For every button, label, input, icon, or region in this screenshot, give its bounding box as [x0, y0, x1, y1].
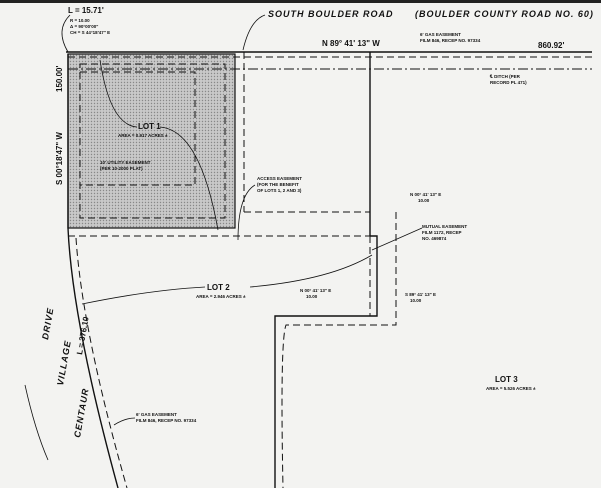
lot3-area: AREA = 5.526 ACRES ± — [486, 386, 536, 391]
west-gas-line — [75, 237, 128, 488]
call-bearing: N 00° 41' 13" E — [410, 192, 441, 197]
access-easement-line1: (FOR THE BENEFIT — [257, 182, 299, 187]
lot3-label: LOT 3 — [495, 375, 518, 384]
lot2-leader — [81, 254, 373, 305]
curve-length: L = 15.71' — [68, 6, 104, 15]
mutual-easement-ref: FILM 1172, RECEP — [422, 230, 462, 235]
mutual-easement-label: MUTUAL EASEMENT — [422, 224, 467, 229]
utility-easement-ref: (PER 10-2000 PLAT) — [100, 166, 143, 171]
west-gas-label: 6' GAS EASEMENT — [136, 412, 177, 417]
west-gas-leader — [113, 417, 136, 426]
call2-bearing: N 00° 41' 13" E — [300, 288, 331, 293]
street-name-village: VILLAGE — [55, 339, 73, 386]
inner-easement-outline — [80, 71, 196, 186]
street-curve — [24, 384, 49, 461]
lot1-area: AREA = 0.917 ACRES ± — [118, 133, 168, 138]
curve-chord: CH = S 44°18'47" E — [70, 30, 110, 35]
access-leader — [237, 184, 256, 241]
lot1-label: LOT 1 — [138, 122, 161, 131]
lot2-area: AREA = 2.946 ACRES ± — [196, 294, 246, 299]
road-leader — [242, 14, 266, 51]
utility-easement-label: 10' UTILITY EASEMENT — [100, 160, 151, 165]
lot2-label: LOT 2 — [207, 283, 230, 292]
call3-distance: 10.00 — [410, 298, 422, 303]
call3-bearing: S 89° 41' 13" E — [405, 292, 436, 297]
gas-easement-label: 6' GAS EASEMENT — [420, 32, 461, 37]
ditch-ref: RECORD PL 471) — [490, 80, 527, 85]
road-name: SOUTH BOULDER ROAD — [268, 9, 394, 19]
mutual-easement-recep: NO. 469874 — [422, 236, 447, 241]
curve-delta: Δ = 90°00'00" — [70, 24, 98, 29]
road-distance: 860.92' — [538, 41, 564, 50]
west-gas-ref: FILM 846, RECEP NO. 97334 — [136, 418, 197, 423]
lot1-parcel — [67, 53, 236, 229]
street-name-centaur: CENTAUR — [72, 387, 91, 438]
lot3-boundary — [274, 235, 378, 488]
mutual-leader — [371, 227, 423, 251]
curve-leader — [61, 14, 71, 53]
access-easement-label: ACCESS EASEMENT — [257, 176, 302, 181]
call2-distance: 10.00 — [306, 294, 318, 299]
county-road-name: (BOULDER COUNTY ROAD NO. 60) — [415, 9, 594, 19]
curve-radius: R = 10.00 — [70, 18, 90, 23]
arc-length: L = 376.10 — [75, 315, 91, 355]
curve-data: L = 15.71' R = 10.00 Δ = 90°00'00" CH = … — [68, 6, 110, 35]
ditch-label: ℄ DITCH (PER — [489, 73, 521, 79]
west-distance: 150.00' — [55, 66, 64, 92]
mutual-easement-line — [281, 212, 397, 488]
call-distance: 10.00 — [418, 198, 430, 203]
access-easement-line2: OF LOTS 1, 2 AND 3) — [257, 188, 302, 193]
utility-easement-outline — [79, 63, 226, 219]
lot1-leader — [99, 59, 219, 231]
centaur-drive-row — [67, 227, 119, 488]
west-bearing: S 00°18'47" W — [55, 132, 64, 185]
street-name-drive: DRIVE — [40, 307, 55, 341]
gas-easement-ref: FILM 846, RECEP NO. 97334 — [420, 38, 481, 43]
road-bearing: N 89° 41' 13" W — [322, 39, 380, 48]
top-edge — [0, 0, 601, 3]
